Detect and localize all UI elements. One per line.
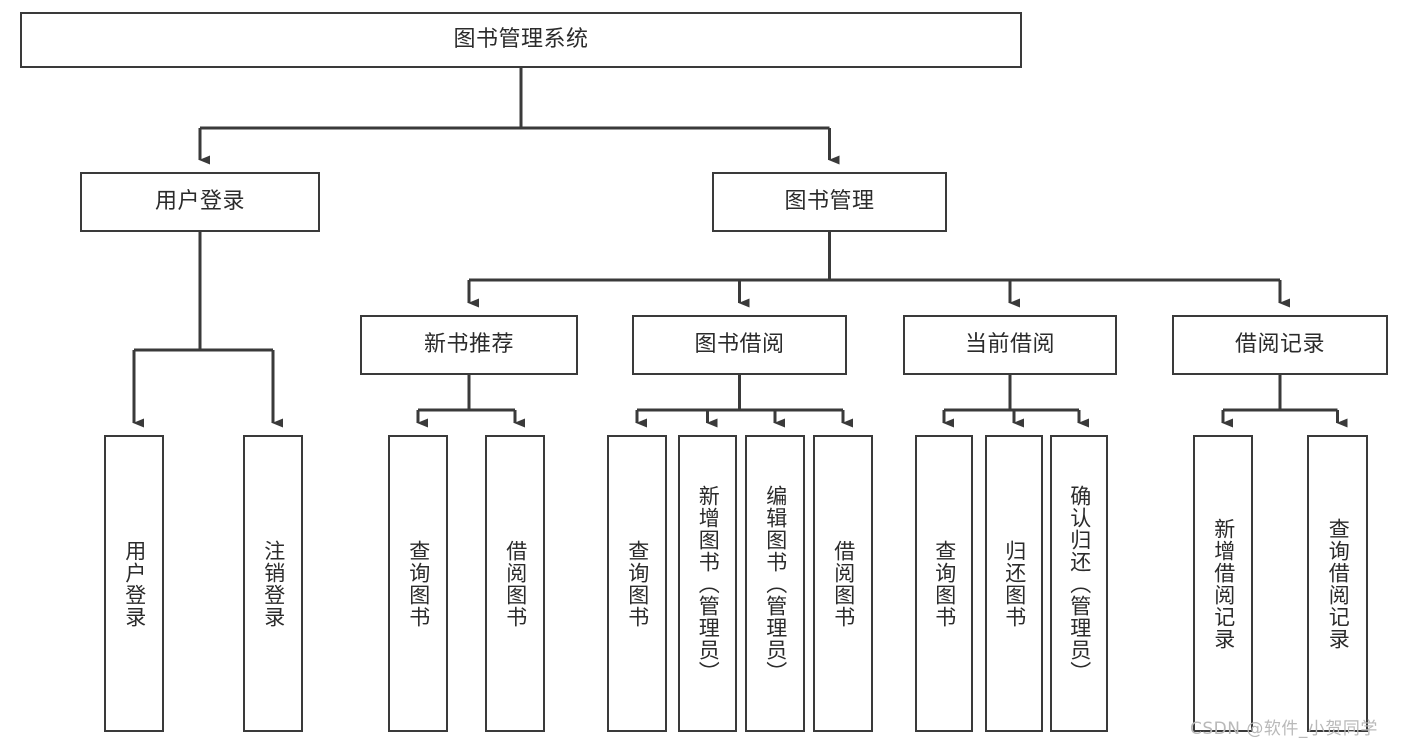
node-leaf-add-borrow-record[interactable]: 新增借阅记录 [1193, 435, 1253, 732]
node-label: 当前借阅 [964, 331, 1055, 357]
node-label: 查询图书 [932, 539, 957, 628]
node-label: 用户登录 [122, 539, 147, 628]
node-leaf-query-book-borrow[interactable]: 查询图书 [607, 435, 667, 732]
node-root[interactable]: 图书管理系统 [20, 12, 1022, 68]
node-leaf-logout[interactable]: 注销登录 [243, 435, 303, 732]
node-label: 图书借阅 [694, 331, 785, 357]
node-label: 图书管理 [784, 188, 875, 214]
node-current-borrow[interactable]: 当前借阅 [903, 315, 1117, 375]
node-label: 查询图书 [625, 539, 650, 628]
node-leaf-query-borrow-record[interactable]: 查询借阅记录 [1307, 435, 1368, 732]
node-leaf-query-book-current[interactable]: 查询图书 [915, 435, 973, 732]
node-label: 新增借阅记录 [1211, 517, 1236, 650]
node-label: 新增图书（管理员） [696, 484, 721, 683]
node-label: 查询图书 [406, 539, 431, 628]
node-label: 借阅记录 [1234, 331, 1325, 357]
node-label: 注销登录 [261, 539, 286, 628]
node-leaf-add-book-admin[interactable]: 新增图书（管理员） [678, 435, 737, 732]
node-leaf-borrow-book[interactable]: 借阅图书 [813, 435, 873, 732]
node-book-borrow[interactable]: 图书借阅 [632, 315, 847, 375]
node-label: 新书推荐 [423, 331, 514, 357]
node-book-management[interactable]: 图书管理 [712, 172, 947, 232]
node-leaf-user-login[interactable]: 用户登录 [104, 435, 164, 732]
node-borrow-record[interactable]: 借阅记录 [1172, 315, 1388, 375]
node-leaf-confirm-return-admin[interactable]: 确认归还（管理员） [1050, 435, 1108, 732]
node-leaf-query-book-rec[interactable]: 查询图书 [388, 435, 448, 732]
node-label: 图书管理系统 [453, 26, 589, 52]
node-label: 借阅图书 [831, 539, 856, 628]
node-label: 归还图书 [1002, 539, 1027, 628]
node-label: 用户登录 [154, 188, 245, 214]
node-label: 借阅图书 [503, 539, 528, 628]
csdn-watermark: CSDN @软件_小贺同学 [1190, 719, 1378, 739]
node-label: 编辑图书（管理员） [763, 484, 788, 683]
node-user-login[interactable]: 用户登录 [80, 172, 320, 232]
node-new-book-recommend[interactable]: 新书推荐 [360, 315, 578, 375]
node-label: 查询借阅记录 [1326, 517, 1351, 650]
node-leaf-borrow-book-rec[interactable]: 借阅图书 [485, 435, 545, 732]
node-leaf-return-book[interactable]: 归还图书 [985, 435, 1043, 732]
node-leaf-edit-book-admin[interactable]: 编辑图书（管理员） [745, 435, 805, 732]
node-label: 确认归还（管理员） [1067, 484, 1092, 683]
